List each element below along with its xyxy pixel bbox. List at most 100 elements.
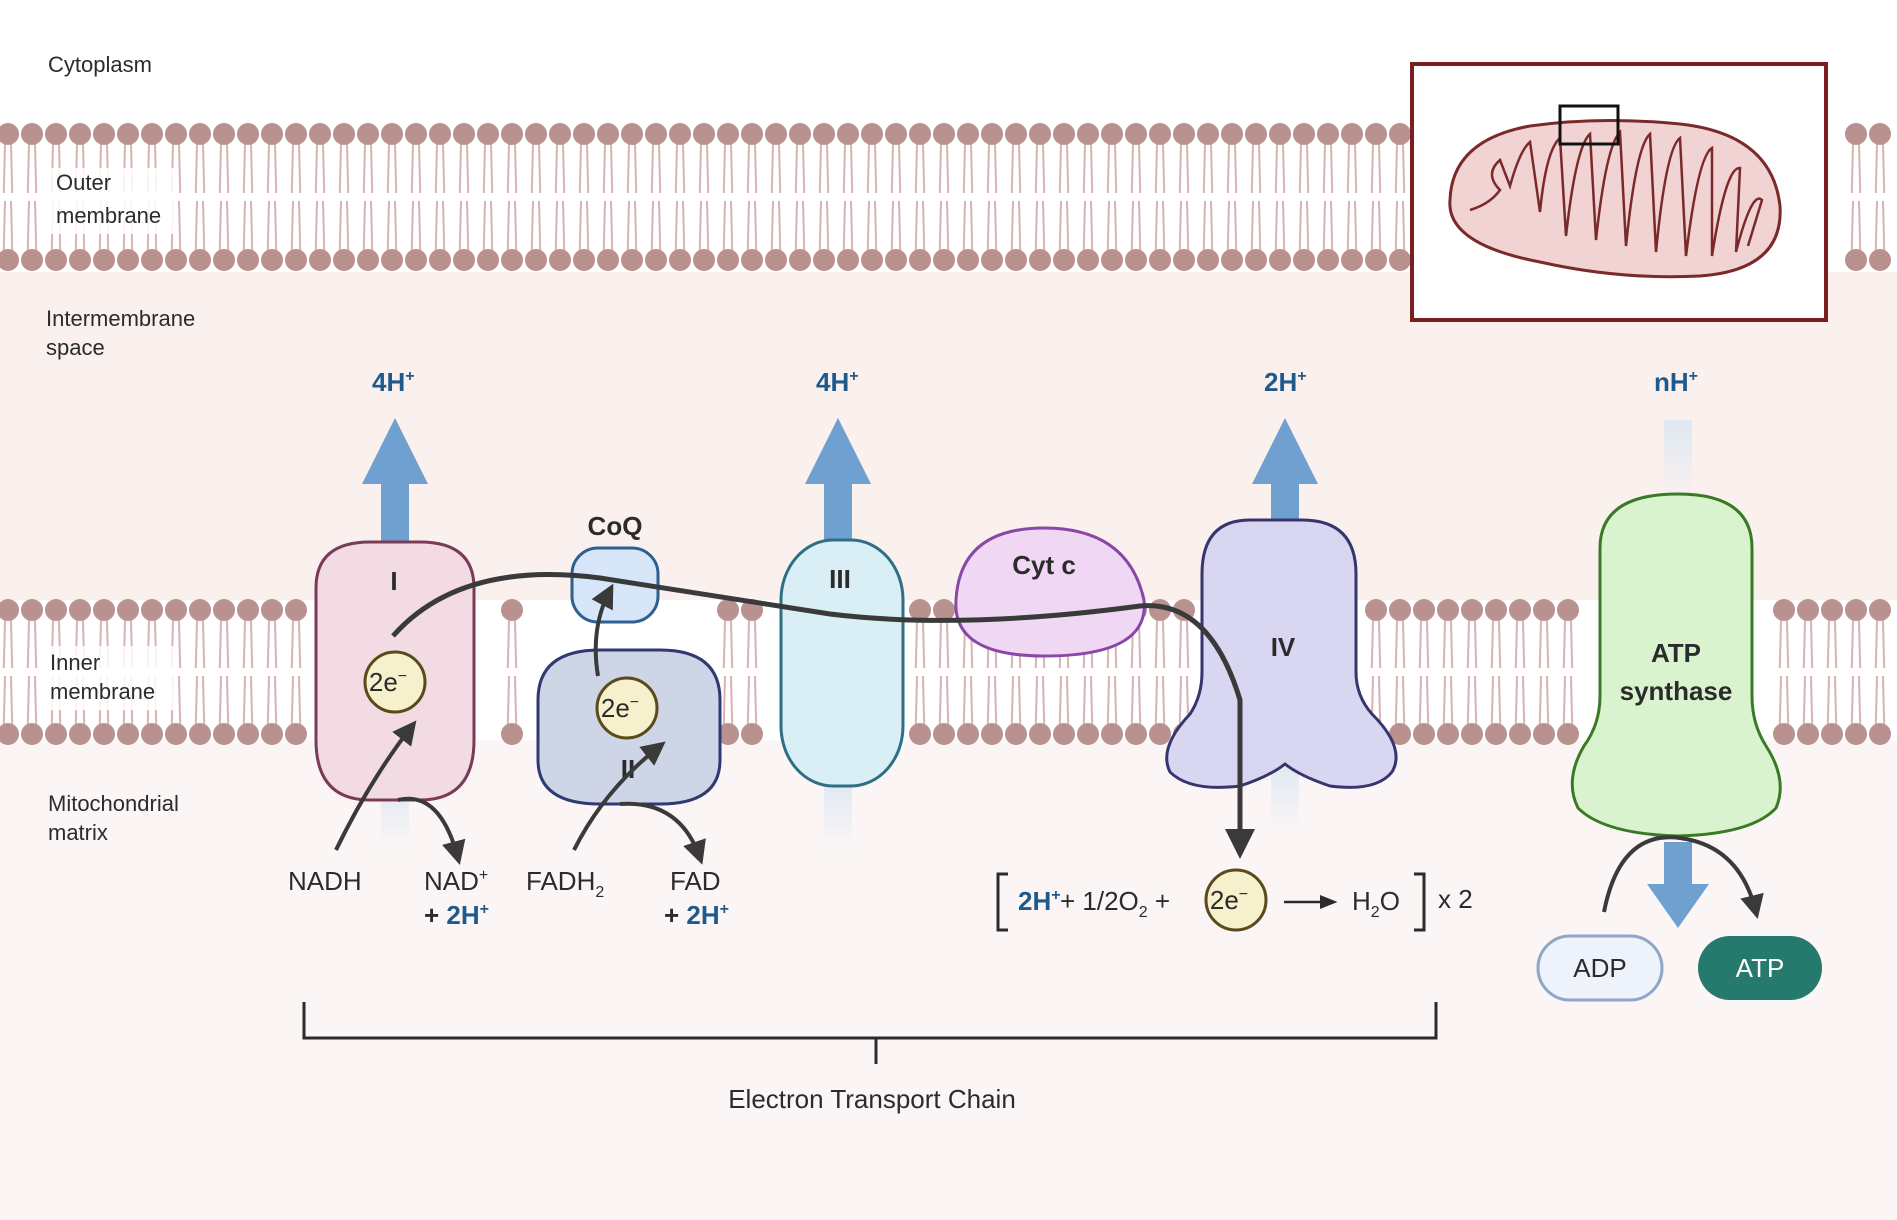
lipid-head — [429, 249, 451, 271]
lipid-tail — [1202, 143, 1206, 194]
lipid-tail — [482, 143, 486, 194]
atp-synthase-proton-arrow — [1647, 842, 1709, 928]
lipid-head — [1341, 123, 1363, 145]
lipid-tail — [1114, 200, 1118, 251]
lipid-tail — [1138, 200, 1142, 251]
lipid-tail — [1778, 675, 1782, 725]
lipid-tail — [1066, 675, 1070, 725]
lipid-head — [909, 723, 931, 745]
lipid-tail — [202, 143, 206, 194]
lipid-tail — [1082, 143, 1086, 194]
lipid-tail — [1778, 619, 1782, 669]
lipid-head — [933, 249, 955, 271]
lipid-tail — [1234, 200, 1238, 251]
lipid-tail — [250, 675, 254, 725]
lipid-head — [1005, 723, 1027, 745]
lipid-tail — [1042, 675, 1046, 725]
lipid-tail — [962, 675, 966, 725]
lipid-tail — [1250, 200, 1254, 251]
lipid-head — [1413, 599, 1435, 621]
lipid-tail — [1346, 143, 1350, 194]
lipid-tail — [10, 200, 14, 251]
svg-text:2e−: 2e− — [1210, 885, 1248, 915]
lipid-head — [189, 123, 211, 145]
lipid-tail — [746, 675, 750, 725]
lipid-head — [1845, 723, 1867, 745]
lipid-tail — [946, 143, 950, 194]
outer-membrane — [0, 123, 1891, 271]
lipid-tail — [1826, 675, 1830, 725]
lipid-head — [717, 123, 739, 145]
lipid-tail — [1274, 200, 1278, 251]
complex-IV: IV — [1165, 518, 1398, 789]
lipid-tail — [754, 675, 758, 725]
lipid-tail — [1850, 143, 1854, 194]
lipid-tail — [890, 143, 894, 194]
lipid-tail — [1538, 619, 1542, 669]
lipid-tail — [178, 675, 182, 725]
lipid-tail — [802, 200, 806, 251]
lipid-tail — [1402, 675, 1406, 725]
lipid-tail — [722, 675, 726, 725]
lipid-tail — [442, 200, 446, 251]
lipid-head — [909, 249, 931, 271]
lipid-tail — [1442, 619, 1446, 669]
lipid-tail — [1154, 675, 1158, 725]
lipid-tail — [938, 143, 942, 194]
lipid-tail — [938, 675, 942, 725]
lipid-tail — [1394, 619, 1398, 669]
lipid-head — [1365, 249, 1387, 271]
lipid-tail — [1258, 143, 1262, 194]
fadh2-release-arrow — [619, 801, 706, 865]
lipid-tail — [322, 200, 326, 251]
lipid-head — [237, 249, 259, 271]
lipid-tail — [338, 143, 342, 194]
lipid-head — [789, 123, 811, 145]
lipid-tail — [986, 143, 990, 194]
lipid-tail — [290, 200, 294, 251]
lipid-head — [21, 123, 43, 145]
fadh2-label: FADH2 — [526, 866, 604, 901]
lipid-head — [813, 123, 835, 145]
lipid-tail — [506, 619, 510, 669]
lipid-tail — [818, 143, 822, 194]
lipid-head — [117, 123, 139, 145]
lipid-tail — [1402, 619, 1406, 669]
mitochondrion-icon — [1448, 104, 1782, 279]
lipid-head — [1365, 599, 1387, 621]
nad-plus-label: NAD+ — [424, 866, 488, 896]
lipid-tail — [730, 143, 734, 194]
lipid-head — [1125, 723, 1147, 745]
cyt-c-label: Cyt c — [1012, 550, 1076, 580]
lipid-tail — [338, 200, 342, 251]
lipid-tail — [322, 143, 326, 194]
lipid-tail — [674, 200, 678, 251]
lipid-tail — [986, 675, 990, 725]
lipid-tail — [658, 200, 662, 251]
lipid-tail — [1322, 143, 1326, 194]
svg-text:membrane: membrane — [56, 203, 161, 228]
lipid-head — [285, 123, 307, 145]
lipid-tail — [410, 143, 414, 194]
lipid-tail — [1154, 619, 1158, 669]
lipid-tail — [962, 143, 966, 194]
lipid-tail — [1090, 143, 1094, 194]
electron-transport-chain-bracket — [302, 1002, 1438, 1064]
lipid-head — [1317, 123, 1339, 145]
lipid-head — [837, 249, 859, 271]
equation-protons: 2H+ — [1018, 886, 1061, 916]
lipid-tail — [1874, 143, 1878, 194]
lipid-tail — [562, 143, 566, 194]
lipid-tail — [1178, 675, 1182, 725]
lipid-head — [1389, 123, 1411, 145]
lipid-tail — [1178, 143, 1182, 194]
lipid-head — [309, 123, 331, 145]
proton-label-atp-synthase: nH+ — [1654, 367, 1698, 397]
lipid-tail — [346, 143, 350, 194]
lipid-head — [1197, 123, 1219, 145]
lipid-tail — [242, 200, 246, 251]
lipid-tail — [194, 143, 198, 194]
lipid-tail — [1514, 675, 1518, 725]
lipid-head — [693, 249, 715, 271]
lipid-tail — [1042, 143, 1046, 194]
